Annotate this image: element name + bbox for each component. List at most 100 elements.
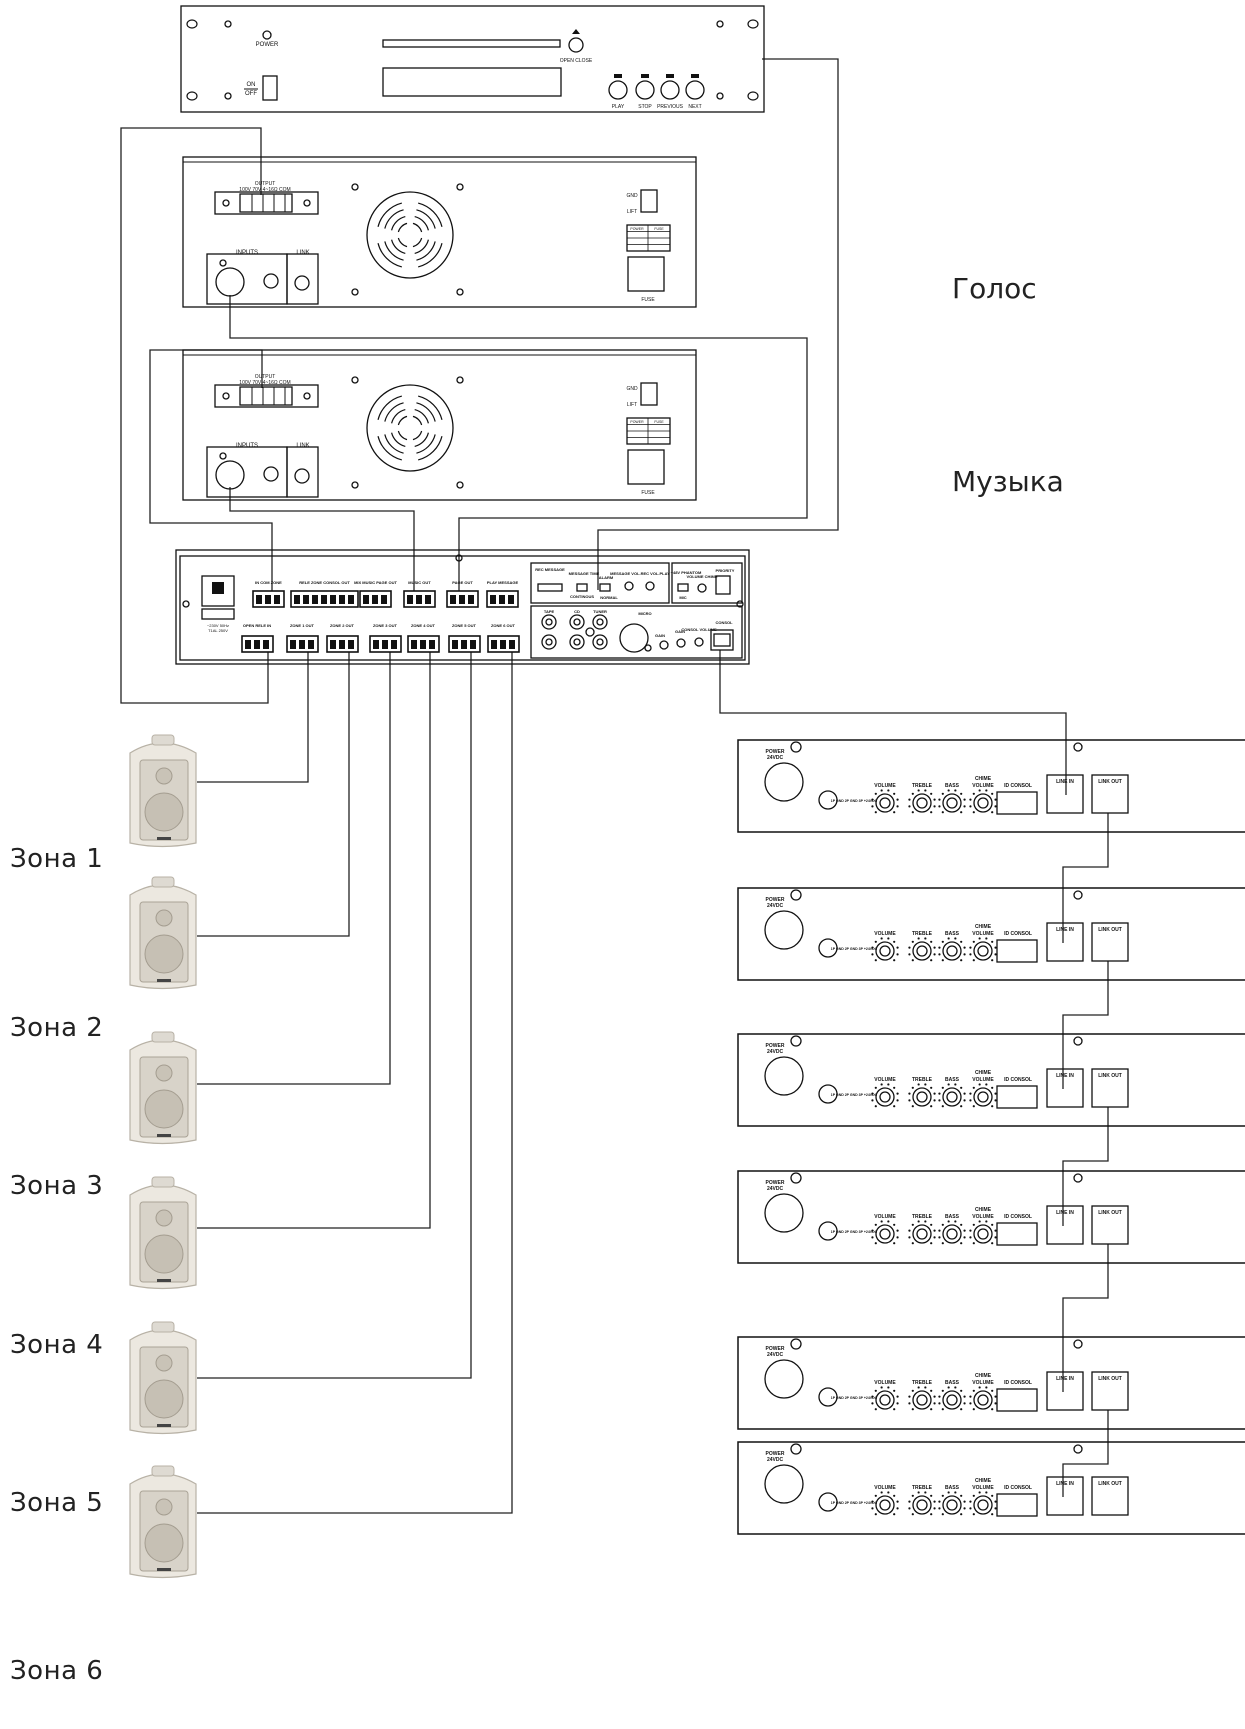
- svg-text:CD: CD: [574, 609, 580, 614]
- alarm-switch: [599, 583, 611, 592]
- lift-label: LIFT: [627, 402, 637, 408]
- knob: [871, 1386, 899, 1411]
- link-jack: [294, 468, 310, 484]
- terminal-bottom: [487, 635, 520, 653]
- svg-text:VOLUME: VOLUME: [874, 783, 896, 789]
- svg-text:VOLUME: VOLUME: [874, 931, 896, 937]
- lift-label: LIFT: [627, 209, 637, 215]
- svg-text:ID CONSOL: ID CONSOL: [1004, 1485, 1032, 1491]
- tweeter: [155, 1498, 173, 1516]
- link-label: LINK: [296, 443, 309, 449]
- svg-text:CHIME: CHIME: [975, 1373, 992, 1379]
- svg-text:PRIORITY: PRIORITY: [716, 568, 735, 573]
- mains-label: ~230V 50Hz: [207, 623, 229, 628]
- knob: [969, 1386, 997, 1411]
- knob: [908, 937, 936, 962]
- svg-text:VOLUME: VOLUME: [972, 783, 994, 789]
- svg-text:TUNER: TUNER: [593, 609, 607, 614]
- svg-text:VOLUME: VOLUME: [972, 1214, 994, 1220]
- terminal-top-label: MIX MUSIC PAGE OUT: [354, 580, 397, 585]
- tweeter: [155, 767, 173, 785]
- fan-guard: [366, 384, 454, 472]
- link-out-port: [1091, 1068, 1129, 1108]
- screw: [224, 20, 232, 28]
- svg-text:MESSAGE VOL.REC VOL.PLAY: MESSAGE VOL.REC VOL.PLAY: [610, 571, 670, 576]
- svg-text:TREBLE: TREBLE: [912, 1214, 933, 1220]
- voice-amplifier-body: [182, 156, 697, 308]
- svg-text:1P GND 2P GND 3P +24VDC: 1P GND 2P GND 3P +24VDC: [831, 1093, 878, 1097]
- power-led: [790, 1338, 802, 1350]
- wire-zone-1: [197, 652, 309, 783]
- svg-text:CHIME: CHIME: [975, 924, 992, 930]
- line-in-port: [1046, 1371, 1084, 1411]
- transport-label: NEXT: [688, 104, 701, 110]
- xlr: [818, 1084, 838, 1104]
- power-led: [790, 1035, 802, 1047]
- console-body: [737, 1336, 1245, 1430]
- speaker-zone-2: [129, 876, 197, 990]
- knob: [908, 1491, 936, 1516]
- music-amplifier-body: [182, 349, 697, 501]
- id-display: [996, 939, 1038, 963]
- wire-console-link-5: [1062, 1410, 1109, 1497]
- link-box: [286, 446, 319, 498]
- woofer: [144, 792, 184, 832]
- svg-text:TREBLE: TREBLE: [912, 931, 933, 937]
- terminal-bottom-label: ZONE 4 OUT: [411, 623, 436, 628]
- knob: [938, 789, 966, 814]
- svg-text:GAIN: GAIN: [655, 633, 665, 638]
- svg-text:POWER: POWER: [630, 227, 644, 231]
- id-display: [996, 1085, 1038, 1109]
- knob: [908, 1386, 936, 1411]
- svg-text:FUSE: FUSE: [654, 420, 664, 424]
- mount-hole: [186, 91, 198, 101]
- xlr-micro: [619, 623, 649, 653]
- wire-console-link-1: [1062, 813, 1109, 943]
- xlr-input: [215, 460, 245, 490]
- id-display: [996, 791, 1038, 815]
- svg-text:NORMAL: NORMAL: [600, 595, 618, 600]
- fuse-holder: [201, 608, 235, 620]
- wire-voice-out-loop: [120, 127, 269, 704]
- power-led: [790, 1172, 802, 1184]
- line-in-port: [1046, 1205, 1084, 1245]
- jack-input: [263, 466, 279, 482]
- mount-hole: [186, 19, 198, 29]
- speaker-zone-5: [129, 1321, 197, 1435]
- fan-screw: [456, 376, 464, 384]
- woofer: [144, 1089, 184, 1129]
- link-out-port: [1091, 1371, 1129, 1411]
- tweeter: [155, 1064, 173, 1082]
- inputs-label: INPUTS: [236, 443, 258, 449]
- svg-text:BASS: BASS: [945, 931, 960, 937]
- brand-badge: [157, 1134, 171, 1137]
- svg-text:CONSOL VOLUME: CONSOL VOLUME: [681, 627, 717, 632]
- svg-text:LINE IN: LINE IN: [1056, 1073, 1074, 1079]
- dc-jack: [764, 1056, 804, 1096]
- svg-text:ID CONSOL: ID CONSOL: [1004, 931, 1032, 937]
- svg-text:24VDC: 24VDC: [767, 755, 784, 761]
- svg-text:1P GND 2P GND 3P +24VDC: 1P GND 2P GND 3P +24VDC: [831, 1501, 878, 1505]
- inputs-label: INPUTS: [236, 250, 258, 256]
- knob: [908, 1220, 936, 1245]
- fuse-holder: [627, 449, 665, 485]
- wire-zone-6: [197, 652, 513, 1514]
- console-body: [737, 1033, 1245, 1127]
- knob: [908, 1083, 936, 1108]
- wire-zone-4: [197, 652, 431, 1229]
- rec-switch: [537, 583, 563, 592]
- rca-jack: [541, 614, 557, 630]
- terminal-bottom-label: OPEN RELE IN: [243, 623, 271, 628]
- woofer: [144, 934, 184, 974]
- svg-text:MESSAGE TIME: MESSAGE TIME: [569, 571, 600, 576]
- svg-text:POWER: POWER: [766, 749, 785, 755]
- knob: [938, 937, 966, 962]
- svg-text:LINE IN: LINE IN: [1056, 1210, 1074, 1216]
- svg-text:ID CONSOL: ID CONSOL: [1004, 1380, 1032, 1386]
- rca-jack: [541, 634, 557, 650]
- output-terminal: [214, 384, 319, 408]
- link-out-port: [1091, 1476, 1129, 1516]
